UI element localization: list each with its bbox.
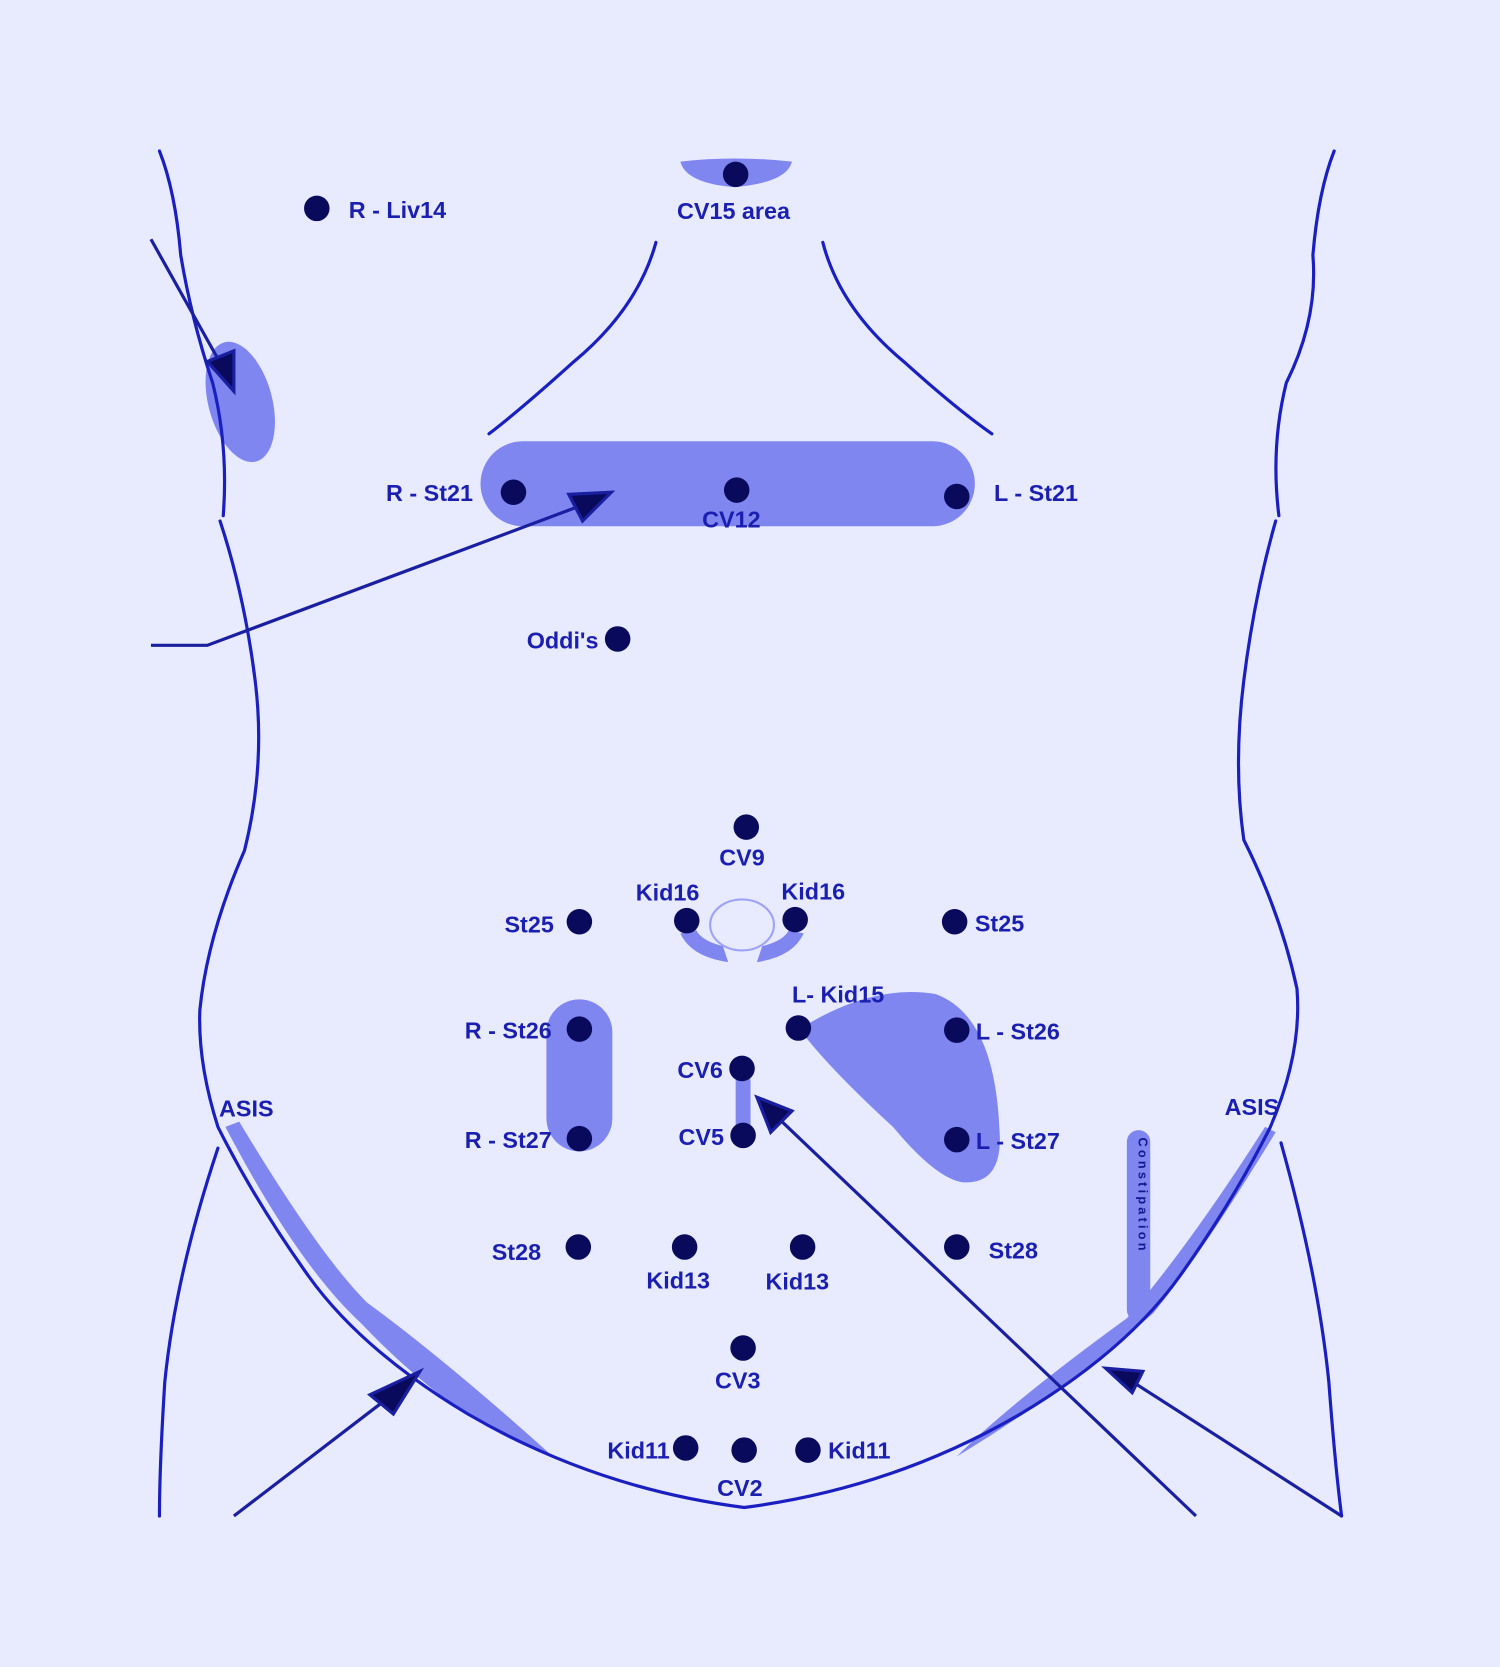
right-inguinal-zone bbox=[225, 1121, 553, 1457]
arrow-inguinal-left-line bbox=[1123, 1375, 1343, 1518]
point-r-st27[interactable] bbox=[566, 1125, 593, 1152]
label-st25-r: St25 bbox=[504, 911, 553, 937]
navel bbox=[709, 898, 775, 952]
right-torso-upper bbox=[157, 149, 227, 518]
label-r-st27: R - St27 bbox=[465, 1127, 552, 1153]
pointer-arrows bbox=[149, 238, 1343, 1518]
label-r-st26: R - St26 bbox=[465, 1018, 552, 1044]
body-outline bbox=[157, 149, 1344, 1518]
left-leg bbox=[1279, 1141, 1344, 1518]
arrow-liv14-head bbox=[204, 348, 236, 396]
point-cv12[interactable] bbox=[723, 477, 750, 503]
point-r-st21[interactable] bbox=[500, 479, 527, 506]
point-r-liv14[interactable] bbox=[304, 195, 330, 222]
label-r-st21: R - St21 bbox=[386, 480, 473, 506]
label-kid11-l: Kid11 bbox=[828, 1438, 890, 1464]
label-oddis: Oddi's bbox=[527, 628, 599, 654]
arrow-cv5-head bbox=[754, 1094, 795, 1136]
point-st25-l[interactable] bbox=[941, 908, 968, 935]
cv6-cv5-connector bbox=[735, 1073, 751, 1136]
point-l-st27[interactable] bbox=[944, 1126, 970, 1153]
label-kid11-r: Kid11 bbox=[607, 1438, 669, 1464]
arrow-liv14-line bbox=[149, 238, 227, 373]
label-r-liv14: R - Liv14 bbox=[349, 197, 446, 223]
label-l-kid15: L- Kid15 bbox=[792, 982, 884, 1008]
label-l-st26: L - St26 bbox=[976, 1019, 1060, 1045]
arrow-st21-head bbox=[566, 490, 616, 524]
acupoints bbox=[304, 161, 970, 1463]
left-inguinal-zone bbox=[956, 1126, 1276, 1457]
label-l-st27: L - St27 bbox=[976, 1128, 1060, 1154]
kid16-arc-right bbox=[756, 930, 804, 963]
point-kid11-l[interactable] bbox=[795, 1437, 821, 1463]
point-cv3[interactable] bbox=[730, 1335, 756, 1361]
point-l-kid15[interactable] bbox=[785, 1015, 812, 1041]
point-l-st26[interactable] bbox=[944, 1017, 970, 1043]
st26-st27-zone bbox=[546, 999, 613, 1152]
label-l-st21: L - St21 bbox=[994, 480, 1078, 506]
label-st28-r: St28 bbox=[492, 1239, 541, 1265]
point-kid16-l[interactable] bbox=[782, 906, 808, 933]
kid16-arc-left bbox=[680, 930, 729, 963]
point-st28-l[interactable] bbox=[944, 1234, 970, 1260]
label-kid13-l: Kid13 bbox=[765, 1269, 829, 1295]
label-cv12: CV12 bbox=[702, 506, 760, 532]
point-cv9[interactable] bbox=[733, 814, 760, 840]
point-oddis[interactable] bbox=[604, 626, 631, 652]
label-kid16-l: Kid16 bbox=[781, 878, 845, 904]
arrow-inguinal-left-head bbox=[1101, 1366, 1146, 1396]
point-kid16-r[interactable] bbox=[673, 907, 700, 934]
point-l-st21[interactable] bbox=[944, 483, 970, 510]
arrow-st21-line bbox=[150, 503, 584, 647]
right-torso-lower bbox=[198, 519, 1300, 1510]
point-st25-r[interactable] bbox=[566, 908, 593, 935]
constipation-zone bbox=[1126, 1130, 1151, 1322]
neck-left bbox=[821, 240, 994, 436]
point-kid11-r[interactable] bbox=[672, 1435, 699, 1461]
arrow-cv5-line bbox=[769, 1109, 1198, 1518]
point-cv15[interactable] bbox=[722, 161, 749, 188]
point-kid13-r[interactable] bbox=[671, 1234, 698, 1260]
point-st28-r[interactable] bbox=[565, 1234, 592, 1260]
label-cv9: CV9 bbox=[719, 844, 764, 870]
point-cv5[interactable] bbox=[730, 1122, 756, 1149]
label-kid13-r: Kid13 bbox=[646, 1267, 710, 1293]
left-torso-upper bbox=[1274, 149, 1336, 518]
point-labels: R - Liv14 CV15 area R - St21 CV12 L - St… bbox=[219, 197, 1279, 1501]
label-asis-r: ASIS bbox=[219, 1095, 274, 1121]
label-constipation: Constipation bbox=[1136, 1138, 1151, 1254]
point-cv2[interactable] bbox=[731, 1437, 757, 1463]
point-cv6[interactable] bbox=[729, 1055, 755, 1082]
right-leg bbox=[157, 1146, 220, 1518]
point-kid13-l[interactable] bbox=[789, 1234, 816, 1260]
arrow-inguinal-right-line bbox=[232, 1386, 403, 1518]
arrow-inguinal-right-head bbox=[366, 1367, 425, 1417]
label-cv6: CV6 bbox=[677, 1057, 722, 1083]
label-st28-l: St28 bbox=[989, 1238, 1038, 1264]
point-r-st26[interactable] bbox=[566, 1016, 593, 1042]
label-asis-l: ASIS bbox=[1225, 1094, 1280, 1120]
label-cv2: CV2 bbox=[717, 1475, 762, 1501]
label-cv3: CV3 bbox=[715, 1367, 760, 1393]
label-kid16-r: Kid16 bbox=[636, 879, 700, 905]
label-st25-l: St25 bbox=[975, 910, 1024, 936]
neck-right bbox=[487, 240, 658, 436]
label-cv15: CV15 area bbox=[677, 198, 791, 224]
label-cv5: CV5 bbox=[678, 1124, 723, 1150]
